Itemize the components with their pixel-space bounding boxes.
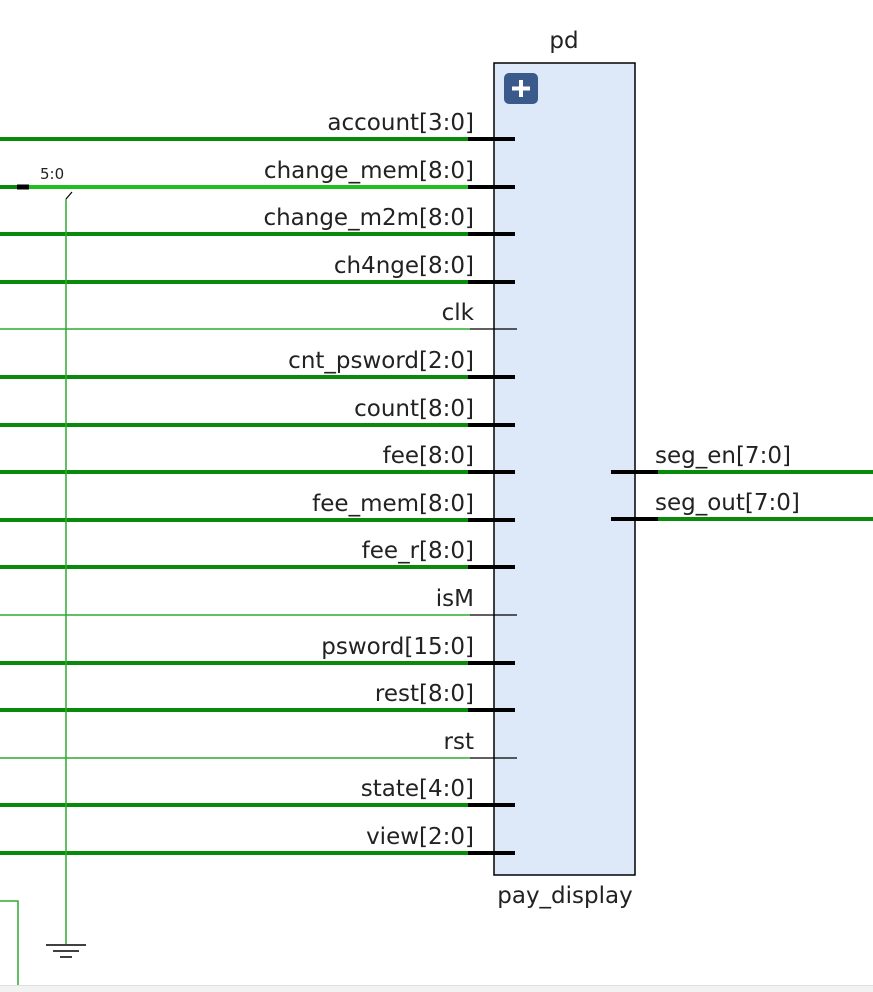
canvas-bottom-edge bbox=[0, 985, 873, 992]
pay-display-block[interactable] bbox=[493, 62, 636, 876]
module-name: pay_display bbox=[497, 883, 632, 909]
input-port-label: rest[8:0] bbox=[375, 681, 474, 707]
input-port-label: fee_r[8:0] bbox=[362, 538, 474, 564]
output-port-label: seg_en[7:0] bbox=[655, 443, 791, 469]
output-port-label: seg_out[7:0] bbox=[655, 490, 800, 516]
input-port-label: cnt_psword[2:0] bbox=[288, 348, 474, 374]
input-port-label: isM bbox=[436, 586, 474, 612]
input-port-label: change_m2m[8:0] bbox=[263, 205, 474, 231]
input-port-label: view[2:0] bbox=[366, 824, 474, 850]
input-port-label: psword[15:0] bbox=[321, 634, 474, 660]
input-port-label: account[3:0] bbox=[327, 110, 474, 136]
input-port-label: change_mem[8:0] bbox=[264, 158, 474, 184]
input-port-label: rst bbox=[444, 729, 474, 755]
input-port-label: clk bbox=[442, 300, 475, 326]
input-port-label: fee[8:0] bbox=[383, 443, 474, 469]
input-port-label: count[8:0] bbox=[354, 396, 474, 422]
bus-tap-mark bbox=[65, 191, 73, 200]
plus-icon[interactable] bbox=[504, 73, 538, 104]
ground-icon bbox=[46, 944, 86, 958]
partial-net-wire[interactable] bbox=[0, 900, 19, 985]
input-port-label: state[4:0] bbox=[361, 776, 474, 802]
input-port-label: fee_mem[8:0] bbox=[312, 491, 474, 517]
input-port-label: ch4nge[8:0] bbox=[334, 253, 474, 279]
instance-name: pd bbox=[549, 28, 578, 54]
bus-tap-label: 5:0 bbox=[40, 165, 64, 183]
